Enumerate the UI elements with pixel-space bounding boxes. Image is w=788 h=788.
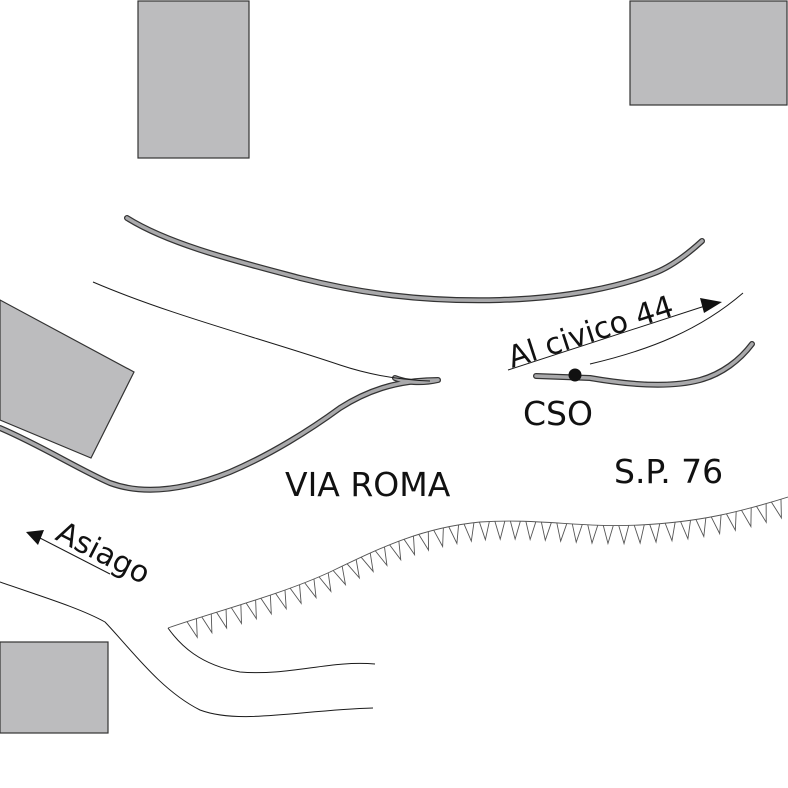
escarpment-tooth	[448, 524, 460, 546]
escarpment-tooth	[418, 531, 429, 552]
escarpment-tooth	[695, 517, 707, 539]
escarpment-tooth	[509, 520, 521, 541]
site-marker-icon	[568, 368, 582, 382]
road-edge-upper-left	[92, 281, 431, 382]
escarpment-tooth	[587, 524, 599, 545]
escarpment-tooth	[540, 521, 552, 542]
escarpment-tooth	[389, 541, 402, 562]
escarpment-tooth	[201, 613, 213, 635]
escarpment-tooth	[756, 503, 767, 524]
escarpment-tooth	[602, 525, 614, 546]
arrow-head-icon	[700, 298, 722, 313]
arrow-to-asiago	[26, 530, 111, 575]
escarpment-tooth	[216, 609, 228, 630]
escarpment-tooth	[571, 523, 583, 544]
road-edge-right-upper	[589, 292, 744, 365]
escarpment-tooth	[260, 595, 272, 616]
escarpment-tooth	[304, 578, 317, 600]
escarpment-tooth	[633, 524, 645, 545]
escarpment-tooth	[494, 520, 506, 541]
escarpment-tooth	[741, 507, 752, 529]
escarpment-tooth	[664, 522, 676, 543]
escarpment-tooth	[556, 522, 568, 543]
escarpment-tooth	[649, 523, 661, 544]
escarpment-tooth	[360, 552, 374, 574]
escarpment-tooth	[245, 599, 257, 621]
arrow-to-civico	[507, 298, 722, 371]
escarpment-tooth	[318, 572, 332, 593]
escarpment-tooth	[332, 566, 347, 587]
building-top-left	[137, 0, 250, 159]
escarpment-tooth	[403, 535, 416, 557]
road-edge-lower-inner	[167, 627, 376, 674]
escarpment-tooth	[710, 514, 722, 536]
escarpment	[167, 496, 788, 639]
site-code-label: CSO	[523, 394, 593, 433]
province-road-label: S.P. 76	[614, 452, 723, 491]
escarpment-tooth	[525, 521, 537, 542]
building-bottom-left	[0, 641, 109, 734]
destination-town-label: Asiago	[50, 515, 155, 592]
escarpment-tooth	[230, 604, 242, 625]
escarpment-tooth	[463, 522, 475, 543]
escarpment-tooth	[478, 521, 490, 542]
escarpment-tooth	[275, 590, 287, 611]
escarpment-tooth	[433, 527, 444, 549]
escarpment-tooth	[680, 520, 691, 541]
road-name-label: VIA ROMA	[285, 465, 451, 504]
road-edge-lower-left	[0, 581, 374, 718]
escarpment-tooth	[346, 559, 361, 580]
building-mid-left	[0, 299, 135, 459]
left-road-wall	[0, 375, 441, 493]
escarpment-tooth	[726, 511, 737, 532]
destination-house-label: Al civico 44	[504, 289, 678, 375]
escarpment-tooth	[186, 618, 198, 639]
escarpment-tooth	[289, 584, 302, 605]
building-top-right	[629, 0, 788, 106]
escarpment-tooth	[374, 546, 388, 567]
arrow-head-icon	[26, 530, 44, 545]
right-road-wall	[533, 341, 755, 388]
escarpment-tooth	[771, 499, 782, 520]
escarpment-tooth	[618, 525, 630, 546]
upper-road-wall	[124, 215, 705, 304]
